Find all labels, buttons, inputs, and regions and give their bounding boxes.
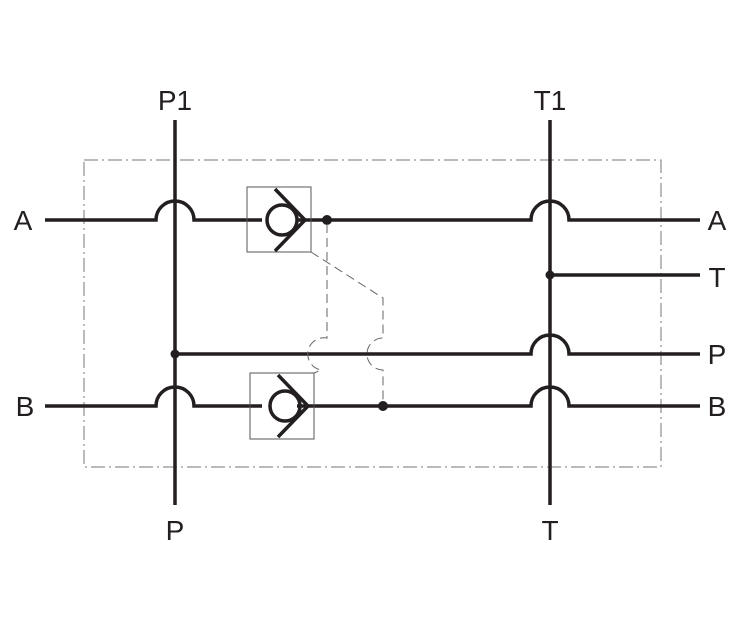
port-label-t-bottom: T	[541, 515, 558, 546]
port-label-a-left: A	[14, 205, 33, 236]
port-label-p1: P1	[158, 85, 192, 116]
junction-dot	[170, 349, 180, 359]
port-label-b-right: B	[708, 391, 727, 422]
pilot-line-b	[310, 251, 384, 402]
port-label-p-bottom: P	[166, 515, 185, 546]
port-label-t1: T1	[534, 85, 567, 116]
port-label-a-right: A	[708, 205, 727, 236]
port-label-t-right: T	[708, 262, 725, 293]
p-line	[175, 333, 700, 356]
check-valve-b	[249, 372, 315, 440]
b-line	[45, 385, 700, 408]
pilot-line-a	[307, 224, 328, 374]
port-label-p-right: P	[708, 339, 727, 370]
check-valve-a	[246, 186, 312, 253]
junction-dot	[322, 215, 332, 225]
valve-body-outline	[83, 159, 662, 468]
junction-dot	[545, 270, 555, 280]
junction-dot	[378, 401, 388, 411]
a-line	[45, 199, 700, 222]
port-label-b-left: B	[16, 391, 35, 422]
